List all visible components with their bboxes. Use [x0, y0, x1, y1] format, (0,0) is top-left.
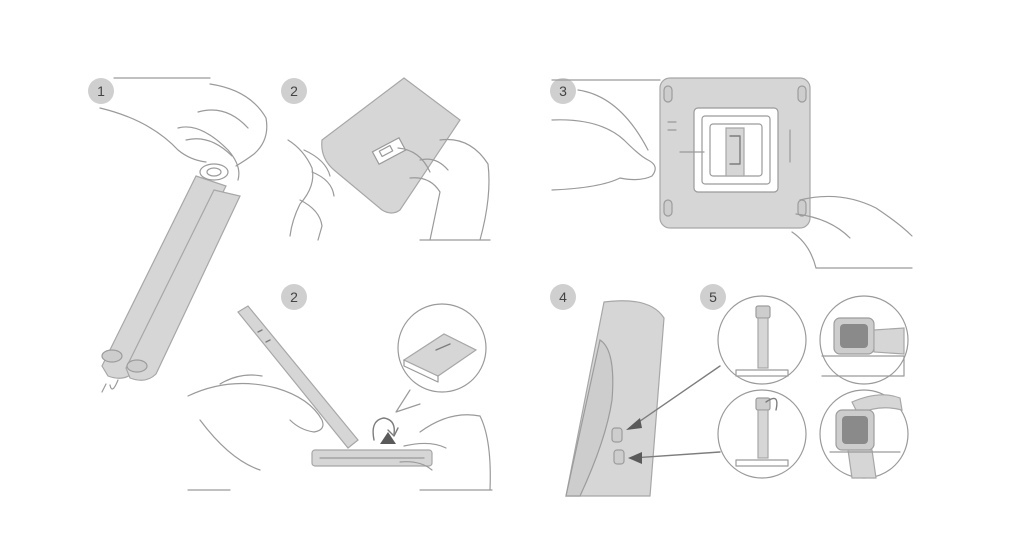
step-5-badge: 5 — [700, 284, 726, 310]
panel-2-plug-cable — [287, 77, 491, 241]
panel-4-stand-slots — [565, 300, 721, 497]
step-4-badge: 4 — [550, 284, 576, 310]
panel-5-watch-placement — [717, 295, 909, 479]
panel-2-phone-on-pad — [187, 303, 493, 491]
step-2-badge: 2 — [281, 78, 307, 104]
panel-1-cable-sleeves — [99, 77, 268, 393]
step-3-badge: 3 — [550, 78, 576, 104]
step-2b-badge: 2 — [281, 284, 307, 310]
step-1-badge: 1 — [88, 78, 114, 104]
panel-3-pad-underside — [551, 77, 913, 269]
